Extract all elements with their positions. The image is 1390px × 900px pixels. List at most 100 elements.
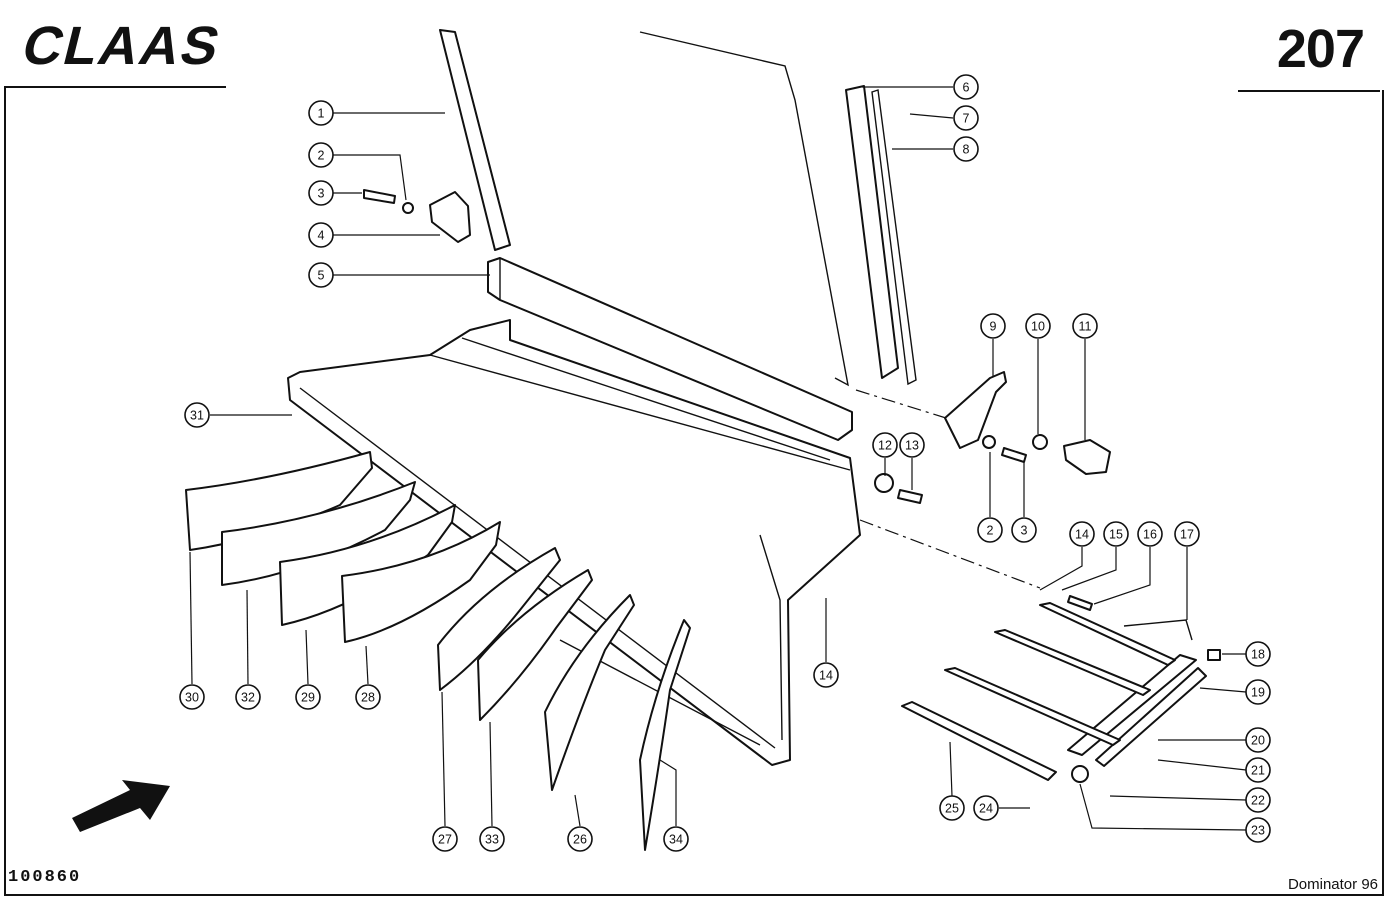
part-washer-2 <box>402 202 414 214</box>
callout-19: 19 <box>1245 679 1271 705</box>
frame-line-bottom <box>4 894 1384 896</box>
callout-5: 5 <box>308 262 334 288</box>
svg-text:17: 17 <box>1180 528 1194 542</box>
frame-line-left <box>4 88 6 896</box>
part-tine-25 <box>901 701 1057 781</box>
callout-8: 8 <box>953 136 979 162</box>
callout-25: 25 <box>939 795 965 821</box>
callout-34: 34 <box>663 826 689 852</box>
callouts: 1 2 3 4 5 6 7 8 9 10 11 12 13 2 3 14 15 … <box>179 74 1271 852</box>
svg-text:CLAAS: CLAAS <box>17 15 228 74</box>
callout-3b: 3 <box>1011 517 1037 543</box>
svg-text:22: 22 <box>1251 794 1265 808</box>
callout-18: 18 <box>1245 641 1271 667</box>
callout-14: 14 <box>1069 521 1095 547</box>
callout-23: 23 <box>1245 817 1271 843</box>
callout-32: 32 <box>235 684 261 710</box>
callout-31: 31 <box>184 402 210 428</box>
svg-text:31: 31 <box>190 409 204 423</box>
part-deflector-28 <box>341 521 501 643</box>
part-blade-34 <box>639 619 691 851</box>
callout-20: 20 <box>1245 727 1271 753</box>
part-nut-12 <box>874 473 894 493</box>
callout-9: 9 <box>980 313 1006 339</box>
callout-30: 30 <box>179 684 205 710</box>
callout-29: 29 <box>295 684 321 710</box>
callout-13: 13 <box>899 432 925 458</box>
svg-text:9: 9 <box>990 320 997 334</box>
part-bolt-3b <box>1001 447 1027 463</box>
callout-2: 2 <box>308 142 334 168</box>
part-bolt-13 <box>897 489 923 504</box>
svg-text:28: 28 <box>361 691 375 705</box>
callout-14b: 14 <box>813 662 839 688</box>
svg-text:21: 21 <box>1251 764 1265 778</box>
part-bolt-3 <box>363 189 396 204</box>
svg-text:2: 2 <box>318 149 325 163</box>
svg-text:6: 6 <box>963 81 970 95</box>
callout-15: 15 <box>1103 521 1129 547</box>
svg-text:23: 23 <box>1251 824 1265 838</box>
callout-26: 26 <box>567 826 593 852</box>
svg-text:10: 10 <box>1031 320 1045 334</box>
part-blade-33 <box>477 569 593 721</box>
part-nut-23 <box>1071 765 1089 783</box>
svg-text:25: 25 <box>945 802 959 816</box>
callout-22: 22 <box>1245 787 1271 813</box>
callout-6: 6 <box>953 74 979 100</box>
travel-direction-arrow-icon <box>72 780 170 832</box>
svg-text:3: 3 <box>1021 524 1028 538</box>
callout-10: 10 <box>1025 313 1051 339</box>
svg-text:11: 11 <box>1079 320 1092 334</box>
svg-text:14: 14 <box>1075 528 1089 542</box>
svg-text:19: 19 <box>1251 686 1265 700</box>
part-rake-bar-19 <box>1095 667 1207 767</box>
callout-11: 11 <box>1072 313 1098 339</box>
leader-lines <box>189 86 1247 831</box>
part-bracket-9 <box>944 371 1007 449</box>
svg-text:20: 20 <box>1251 734 1265 748</box>
frame-line-right <box>1382 90 1384 896</box>
header-rule-left <box>4 86 226 88</box>
part-deflector-29 <box>279 504 456 626</box>
callout-24: 24 <box>973 795 999 821</box>
callout-4: 4 <box>308 222 334 248</box>
part-bushing-18 <box>1207 649 1221 661</box>
part-washer-2b <box>982 435 996 449</box>
callout-27: 27 <box>432 826 458 852</box>
part-bracket-4 <box>429 191 471 243</box>
header-rule-right <box>1238 90 1380 92</box>
part-rod-17 <box>1123 619 1193 641</box>
svg-text:30: 30 <box>185 691 199 705</box>
callout-33: 33 <box>479 826 505 852</box>
svg-text:16: 16 <box>1143 528 1157 542</box>
part-knob-11 <box>1063 439 1111 475</box>
straw-hood-assembly <box>185 29 1221 851</box>
callout-7: 7 <box>953 105 979 131</box>
svg-text:26: 26 <box>573 833 587 847</box>
machine-model: Dominator 96 <box>1287 876 1378 893</box>
svg-text:8: 8 <box>963 143 970 157</box>
callout-21: 21 <box>1245 757 1271 783</box>
callout-16: 16 <box>1137 521 1163 547</box>
part-seal-strip <box>845 85 899 379</box>
brand-logo: CLAAS <box>17 15 228 74</box>
callout-28: 28 <box>355 684 381 710</box>
part-deflector-32 <box>221 481 416 586</box>
svg-text:5: 5 <box>318 269 325 283</box>
svg-text:13: 13 <box>905 439 919 453</box>
svg-text:34: 34 <box>669 833 683 847</box>
svg-text:15: 15 <box>1109 528 1123 542</box>
part-spring-16 <box>1067 595 1093 611</box>
drawing-number: 100860 <box>8 868 82 887</box>
svg-text:1: 1 <box>318 107 325 121</box>
callout-3: 3 <box>308 180 334 206</box>
svg-text:33: 33 <box>485 833 499 847</box>
part-blade-26 <box>544 594 635 791</box>
svg-text:24: 24 <box>979 802 993 816</box>
svg-text:27: 27 <box>438 833 452 847</box>
svg-text:7: 7 <box>963 112 970 126</box>
svg-text:2: 2 <box>987 524 994 538</box>
